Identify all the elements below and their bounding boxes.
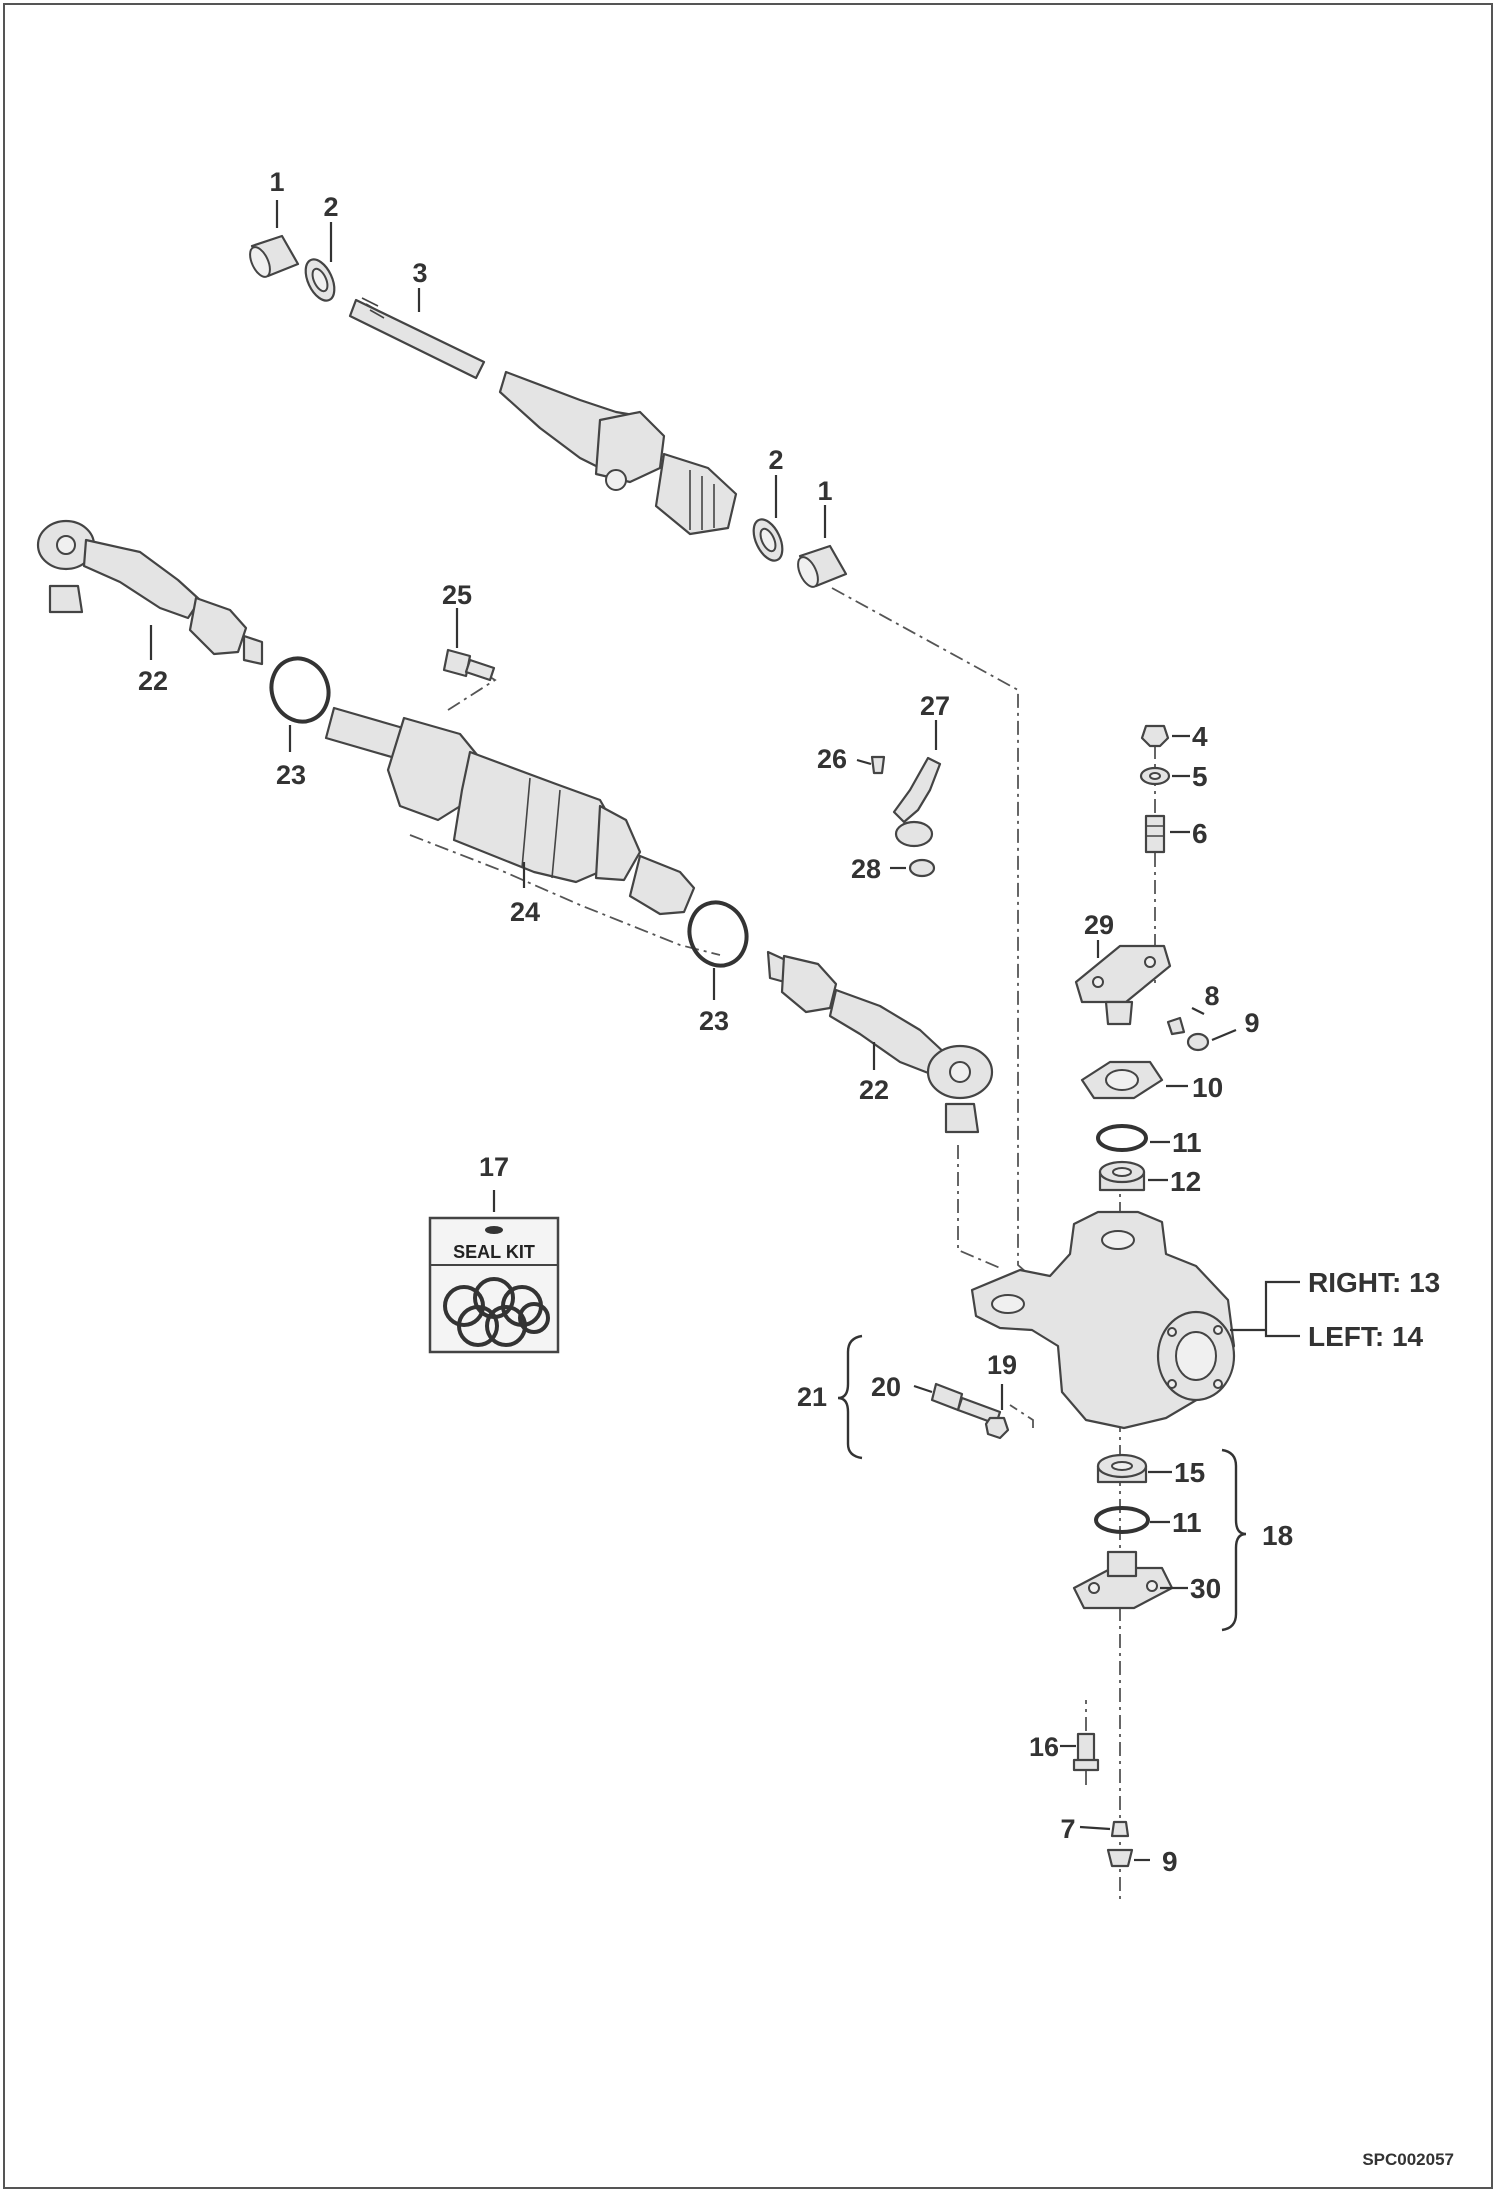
label-part-9-lower: 9: [1162, 1846, 1178, 1877]
label-part-15: 15: [1174, 1457, 1205, 1488]
drawing-code: SPC002057: [1362, 2150, 1454, 2169]
part-20-bolt: [930, 1382, 1002, 1426]
label-part-23-left: 23: [276, 760, 306, 790]
label-part-9-upper: 9: [1244, 1008, 1259, 1038]
label-part-29: 29: [1084, 910, 1114, 940]
part-19-nut: [984, 1416, 1010, 1440]
label-part-2-right: 2: [768, 445, 783, 475]
label-part-28: 28: [851, 854, 881, 884]
part-3-drive-shaft: [348, 297, 738, 536]
part-24-steering-cylinder: [324, 706, 696, 916]
part-4-nut: [1140, 724, 1170, 748]
part-12-bearing-upper: [1098, 1160, 1146, 1192]
part-5-washer: [1139, 766, 1171, 786]
label-part-3: 3: [412, 258, 427, 288]
label-part-21: 21: [797, 1382, 827, 1412]
part-28-nut: [908, 858, 936, 878]
part-17-seal-kit: SEAL KIT: [428, 1216, 560, 1354]
part-1-bushing-right: [797, 544, 848, 588]
part-8-grease-fitting: [1166, 1016, 1186, 1036]
label-part-4: 4: [1192, 721, 1208, 752]
seal-kit-title: SEAL KIT: [453, 1242, 535, 1262]
label-part-11-upper: 11: [1172, 1127, 1202, 1158]
label-part-24: 24: [510, 897, 540, 927]
part-27-steering-stop: [892, 756, 942, 848]
brace-18: [1221, 1448, 1247, 1632]
part-23-o-ring-left: [269, 656, 331, 724]
label-part-20: 20: [871, 1372, 901, 1402]
label-part-6: 6: [1192, 818, 1208, 849]
part-25-bolt: [442, 648, 496, 682]
part-9-cap-upper: [1186, 1032, 1210, 1052]
part-29-upper-cap: [1074, 944, 1172, 1026]
label-part-10: 10: [1192, 1072, 1223, 1103]
label-part-8: 8: [1204, 981, 1219, 1011]
part-11-o-ring-upper: [1096, 1124, 1148, 1152]
label-part-2-left: 2: [323, 192, 338, 222]
label-part-23-right: 23: [699, 1006, 729, 1036]
callout-labels: 1 2 3 2 1 25 22 23 24 23 22 27 26 28 4 5…: [138, 167, 1440, 1877]
label-part-30: 30: [1190, 1573, 1221, 1604]
part-6-stud: [1144, 814, 1166, 854]
label-part-18: 18: [1262, 1520, 1293, 1551]
label-part-25: 25: [442, 580, 472, 610]
part-13-14-steering-knuckle: [970, 1210, 1236, 1430]
label-part-1-right: 1: [817, 476, 832, 506]
label-part-26: 26: [817, 744, 847, 774]
label-part-27: 27: [920, 691, 950, 721]
label-part-22-right: 22: [859, 1075, 889, 1105]
part-9-cap-lower: [1106, 1848, 1134, 1868]
part-22-tie-rod-right: [766, 950, 994, 1134]
part-10-shim-plate: [1080, 1060, 1164, 1100]
brace-21: [837, 1334, 863, 1460]
label-part-7: 7: [1060, 1814, 1075, 1844]
label-right-13: RIGHT: 13: [1308, 1267, 1440, 1298]
part-2-seal-left: [304, 258, 336, 302]
part-30-lower-cap: [1072, 1550, 1174, 1610]
label-part-16: 16: [1029, 1732, 1059, 1762]
label-part-17: 17: [479, 1152, 509, 1182]
part-22-tie-rod-left: [36, 519, 264, 666]
part-1-bushing-left: [249, 234, 300, 278]
part-23-o-ring-right: [687, 900, 749, 968]
label-left-14: LEFT: 14: [1308, 1321, 1424, 1352]
part-11-o-ring-lower: [1094, 1506, 1150, 1534]
label-part-1-left: 1: [269, 167, 284, 197]
page-border: [3, 3, 1493, 2189]
part-15-bearing-lower: [1096, 1453, 1148, 1484]
part-16-bolt: [1072, 1732, 1100, 1772]
label-part-22-left: 22: [138, 666, 168, 696]
label-part-12: 12: [1170, 1166, 1201, 1197]
label-part-5: 5: [1192, 761, 1208, 792]
part-26-bolt: [870, 755, 886, 775]
part-7-grease-fitting: [1110, 1820, 1130, 1838]
label-part-19: 19: [987, 1350, 1017, 1380]
leader-lines: [149, 200, 1300, 1862]
part-2-seal-right: [752, 518, 784, 562]
label-part-11-lower: 11: [1172, 1507, 1202, 1538]
